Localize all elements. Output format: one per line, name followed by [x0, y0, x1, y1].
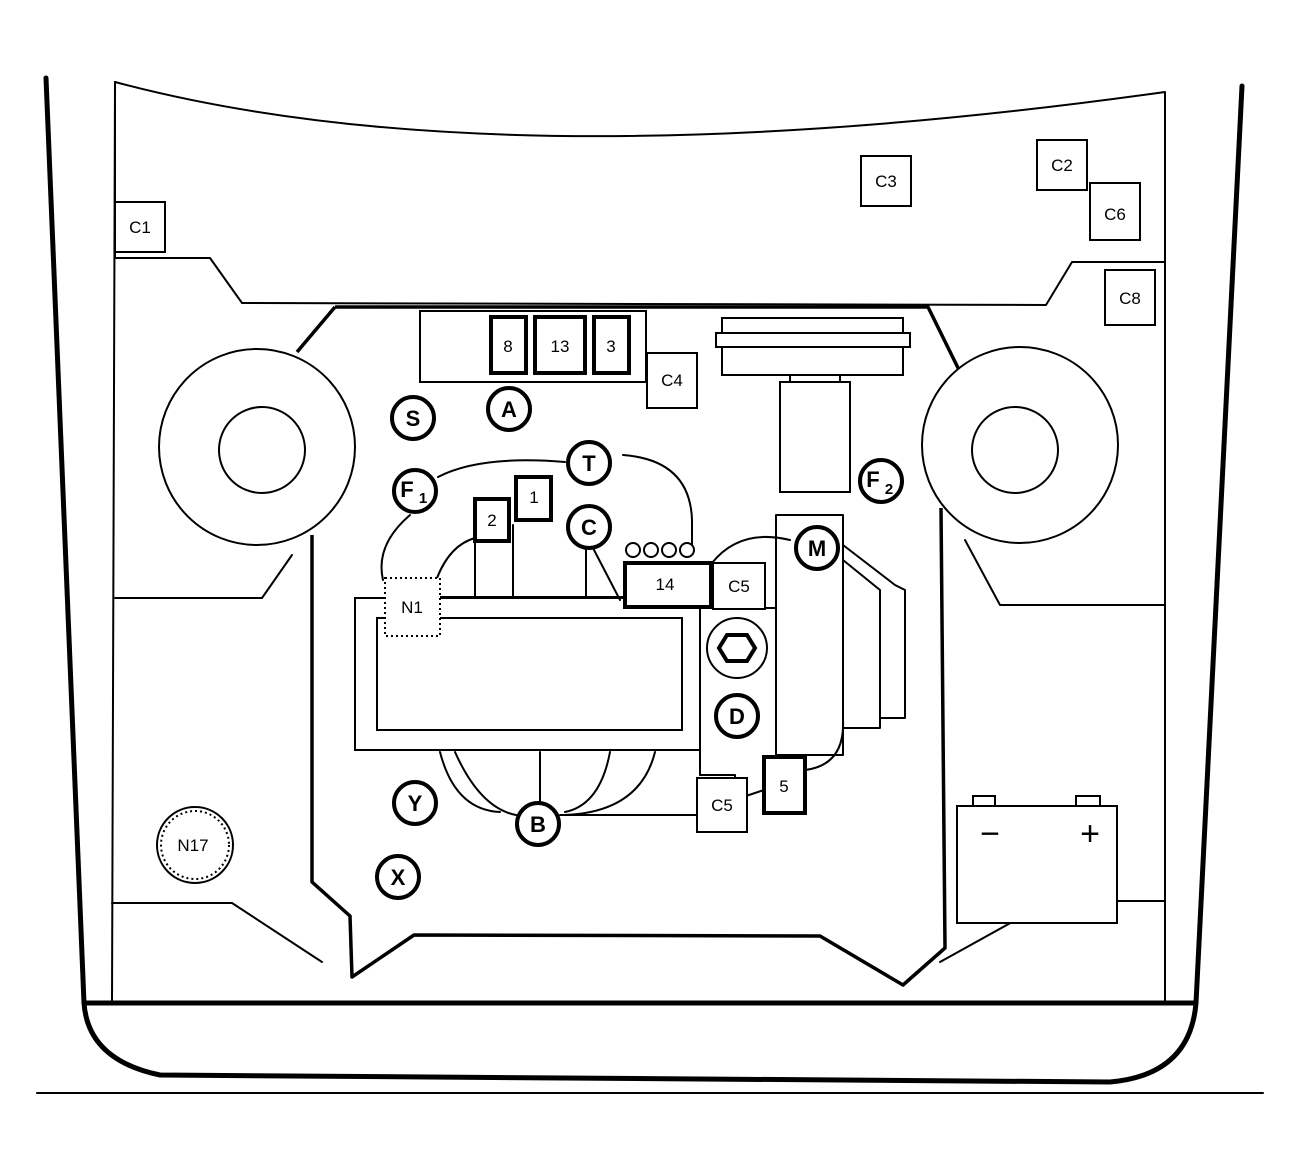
air-cleaner — [715, 317, 911, 493]
alternator-assembly — [699, 514, 906, 786]
node-n17: N17 — [156, 806, 234, 884]
connector-c4-label: C4 — [661, 371, 683, 390]
battery-plus-label: + — [1080, 815, 1100, 853]
fuse-13-label: 13 — [551, 337, 570, 356]
connector-c1: C1 — [114, 201, 166, 253]
connector-c8: C8 — [1104, 269, 1156, 326]
connector-c2-label: C2 — [1051, 156, 1073, 175]
point-t-label: T — [582, 451, 596, 476]
point-a-label: A — [501, 397, 517, 422]
fuse-block — [419, 310, 647, 383]
point-m-label: M — [808, 536, 826, 561]
fuse-3-label: 3 — [606, 337, 615, 356]
fuse-2-label: 2 — [487, 511, 496, 530]
point-f2-subscript: 2 — [885, 481, 893, 498]
battery: − + — [956, 795, 1118, 924]
fuse-5: 5 — [762, 755, 807, 815]
svg-text:F: F — [400, 477, 413, 502]
fuse-2: 2 — [473, 497, 511, 543]
connector-c6: C6 — [1089, 182, 1141, 241]
fuse-8-label: 8 — [503, 337, 512, 356]
point-d-label: D — [729, 704, 745, 729]
point-m: M — [794, 525, 840, 571]
vehicle-body-outline — [36, 75, 1264, 1094]
inner-frame — [111, 81, 1166, 1004]
point-f1: F 1 — [392, 468, 438, 514]
point-c-label: C — [581, 515, 597, 540]
connector-c5-top-label: C5 — [728, 577, 750, 596]
svg-text:F: F — [866, 467, 879, 492]
point-t: T — [566, 440, 612, 486]
point-b: B — [515, 801, 561, 847]
node-n1-label: N1 — [401, 598, 423, 617]
fuse-1-label: 1 — [529, 488, 538, 507]
connector-c4: C4 — [646, 352, 698, 409]
point-s: S — [390, 395, 436, 441]
battery-minus-label: − — [980, 815, 1000, 853]
node-n1: N1 — [384, 577, 441, 637]
connector-c3-label: C3 — [875, 172, 897, 191]
point-x-label: X — [391, 865, 406, 890]
connector-c1-label: C1 — [129, 218, 151, 237]
wiring-harness — [380, 454, 845, 816]
fuse-14-label: 14 — [656, 575, 675, 594]
right-suspension-tower — [921, 346, 1119, 544]
connector-c6-label: C6 — [1104, 205, 1126, 224]
point-x: X — [375, 854, 421, 900]
connector-c3: C3 — [860, 155, 912, 207]
connector-c5-bottom-label: C5 — [711, 796, 733, 815]
left-suspension-tower — [158, 348, 356, 546]
point-c: C — [566, 504, 612, 550]
point-y: Y — [392, 780, 438, 826]
point-a: A — [486, 386, 532, 432]
point-f2: F 2 — [858, 458, 904, 504]
point-f1-label: F — [400, 477, 413, 502]
node-n17-label: N17 — [177, 836, 208, 855]
fuse-14: 14 — [623, 542, 713, 609]
fuse-5-label: 5 — [779, 777, 788, 796]
point-y-label: Y — [408, 791, 423, 816]
connector-c5-bottom: C5 — [696, 777, 748, 833]
connector-c2: C2 — [1036, 139, 1088, 191]
point-b-label: B — [530, 812, 546, 837]
fuse-1: 1 — [514, 475, 553, 522]
connector-c5-top: C5 — [712, 562, 766, 610]
point-s-label: S — [406, 406, 421, 431]
engine-tray — [295, 305, 964, 987]
point-f1-subscript: 1 — [419, 490, 427, 507]
connector-c8-label: C8 — [1119, 289, 1141, 308]
point-d: D — [714, 693, 760, 739]
point-f2-label: F — [866, 467, 879, 492]
